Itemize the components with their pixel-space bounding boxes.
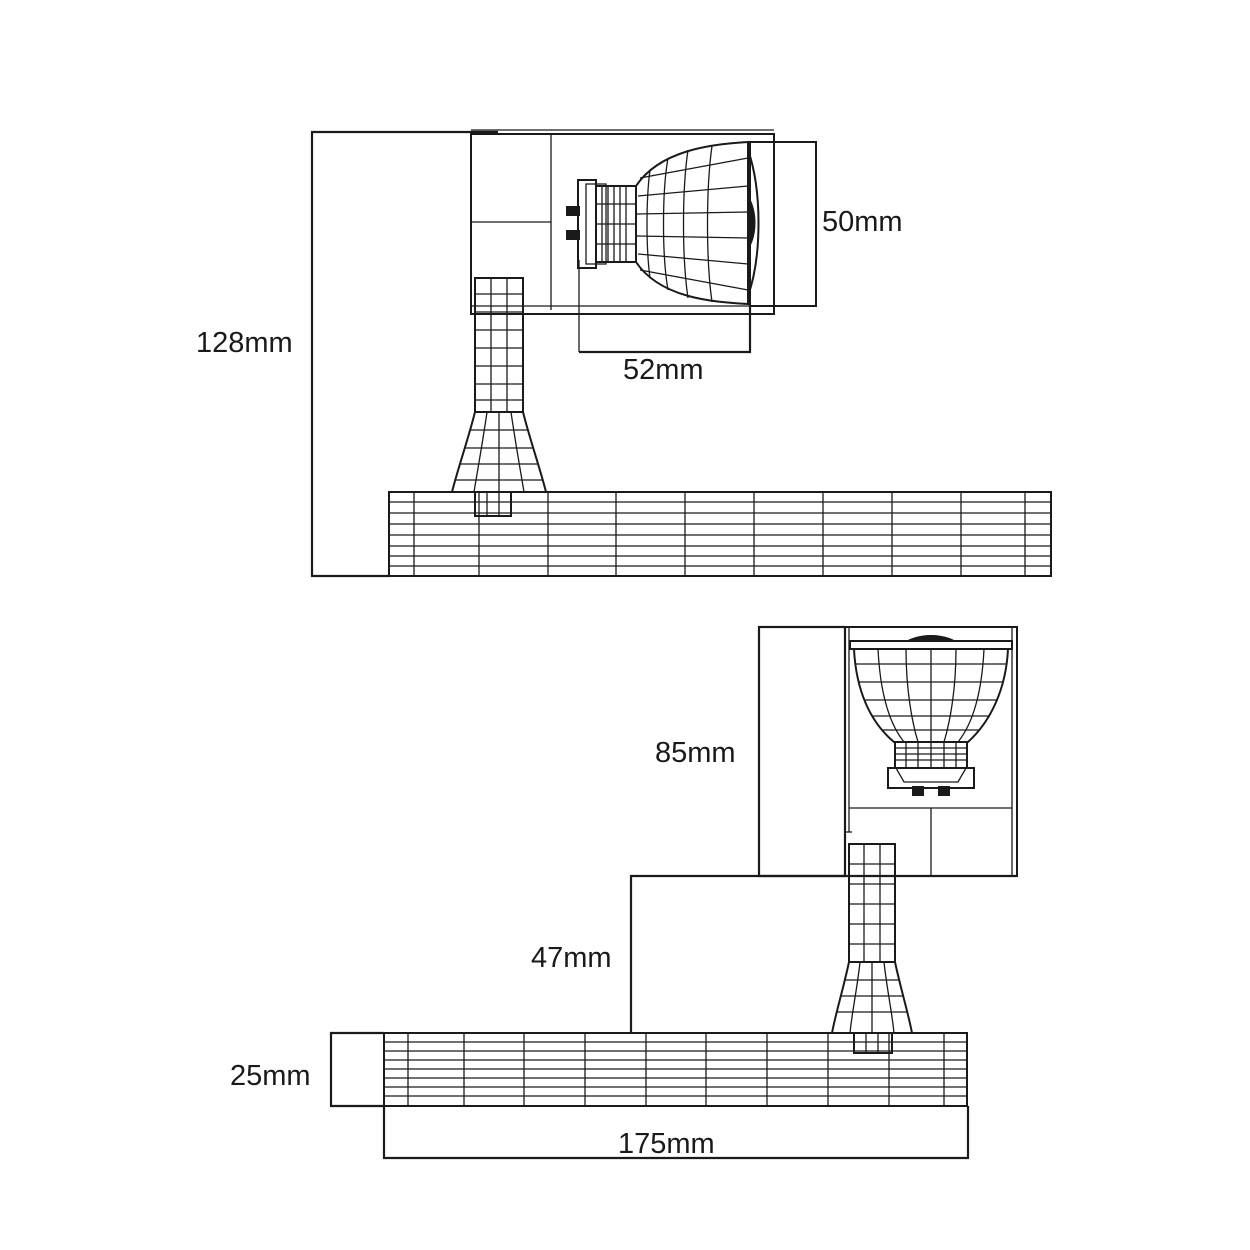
side-housing-body <box>470 133 775 315</box>
side-head-height-label: 50mm <box>822 206 903 238</box>
front-stem-connector <box>853 1032 893 1054</box>
front-lens-rim <box>849 640 1013 650</box>
front-track-height-label: 25mm <box>230 1060 311 1092</box>
side-view: 128mm 50mm 52mm <box>196 129 1052 578</box>
side-track-body <box>388 491 1052 577</box>
side-height-label: 128mm <box>196 327 293 359</box>
front-lamp-pin-left <box>912 786 924 796</box>
side-stem-column <box>474 277 524 413</box>
side-lens-cover <box>749 141 817 307</box>
front-track-length-dimension-line <box>382 1106 970 1160</box>
side-lamp-base <box>577 179 597 269</box>
front-lamp <box>849 635 1013 796</box>
front-stem-height-label: 47mm <box>531 942 612 974</box>
side-lamp-pin-bottom <box>566 230 580 240</box>
side-lamp-pin-top <box>566 206 580 216</box>
side-stem <box>450 277 548 517</box>
front-track-length-label: 175mm <box>618 1128 715 1160</box>
front-stem-dimension-line <box>629 874 1017 1033</box>
side-lamp-depth-label: 52mm <box>623 354 704 386</box>
side-depth-dimension-line <box>579 306 752 354</box>
front-track <box>383 1032 968 1107</box>
front-track-height-dimension-line <box>329 1031 384 1108</box>
front-lamp-base <box>887 767 975 789</box>
side-track <box>388 491 1052 577</box>
side-height-dimension-line <box>310 130 498 578</box>
side-lamp <box>566 140 760 306</box>
front-head-dimension-box <box>757 625 847 878</box>
front-head-height-label: 85mm <box>655 737 736 769</box>
side-housing <box>470 129 775 352</box>
front-view: 85mm 47mm 25mm 175mm <box>230 625 1018 1160</box>
front-lamp-pin-right <box>938 786 950 796</box>
